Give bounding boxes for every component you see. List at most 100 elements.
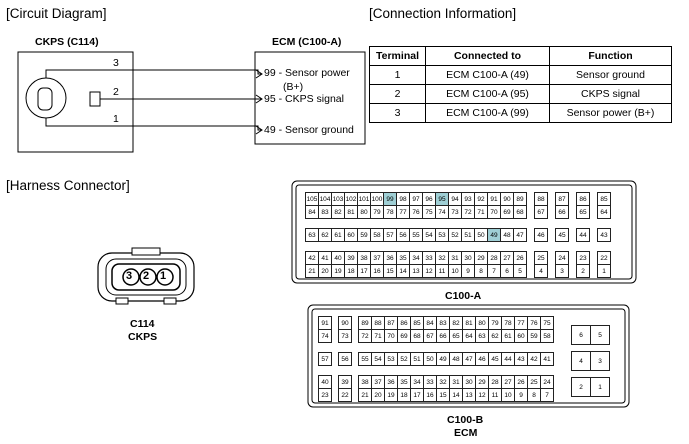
pin-cell: 90 [338,316,352,330]
pin-cell: 55 [358,352,372,366]
pin-gap [352,353,359,366]
pin-cell: 81 [344,205,358,219]
pin-cell: 43 [597,228,611,242]
pin-row-spacer [572,345,610,352]
pin-cell: 77 [396,205,410,219]
pin-cell: 82 [449,316,463,330]
pin-cell: 5 [513,264,527,278]
pin-cell: 74 [318,329,332,343]
pin-cell: 50 [423,352,437,366]
pin-cell: 58 [370,228,384,242]
pin-cell: 53 [384,352,398,366]
pin-cell: 73 [448,205,462,219]
table-cell: ECM C100-A (99) [425,103,550,123]
circuit-diagram-title: [Circuit Diagram] [6,6,107,21]
pin-cell: 30 [461,251,475,265]
pin-cell: 15 [383,264,397,278]
pin-gap [319,366,554,376]
pin-cell: 13 [462,388,476,402]
pin-cell: 95 [435,192,449,206]
pin-cell: 11 [435,264,449,278]
pin-cell: 39 [344,251,358,265]
pin-cell: 33 [423,375,437,389]
pin-gap [332,317,339,330]
pin-cell: 72 [461,205,475,219]
pin-gap [352,317,359,330]
pin-cell: 6 [571,325,591,345]
pin-cell: 38 [357,251,371,265]
pin-cell: 11 [488,388,502,402]
pin-cell: 77 [514,316,528,330]
pin-cell: 26 [513,251,527,265]
pin-gap [569,193,577,206]
ecm-pin-99-label-b: (B+) [283,81,304,93]
pin-gap [590,252,598,265]
pin-cell: 40 [318,375,332,389]
pin-cell: 62 [318,228,332,242]
pin-cell: 43 [514,352,528,366]
pin-cell: 37 [370,251,384,265]
ecm-label: ECM [454,427,478,439]
pin-cell: 73 [338,329,352,343]
pin-cell: 75 [422,205,436,219]
pin-cell: 83 [436,316,450,330]
pin-gap [332,376,339,389]
pin-gap [527,193,535,206]
pin-cell: 67 [423,329,437,343]
pin-gap [332,330,339,343]
pin-cell: 20 [371,388,385,402]
pin-cell: 70 [487,205,501,219]
pin-cell: 48 [449,352,463,366]
pin-cell: 87 [555,192,569,206]
pin-cell: 49 [487,228,501,242]
harness-connector-title: [Harness Connector] [6,178,130,193]
pin-cell: 3 [590,351,610,371]
pin-cell: 5 [590,325,610,345]
ckps-pin-2: 2 [143,270,150,282]
pin-cell: 102 [344,192,358,206]
ecm-pin-99-label: 99 - Sensor power [264,67,350,79]
pin-cell: 50 [474,228,488,242]
ecm-box-label: ECM (C100-A) [272,36,342,48]
pin-cell: 92 [474,192,488,206]
pin-row-spacer [319,343,554,353]
pin-cell: 52 [397,352,411,366]
pin-cell: 35 [397,375,411,389]
pin-cell: 42 [305,251,319,265]
pin-cell: 34 [410,375,424,389]
pin-cell: 60 [514,329,528,343]
pin-cell: 27 [500,251,514,265]
pin-cell: 41 [540,352,554,366]
pin-cell: 18 [344,264,358,278]
pin-cell: 29 [474,251,488,265]
pin-cell: 8 [474,264,488,278]
pin-cell: 34 [409,251,423,265]
pin-cell: 63 [305,228,319,242]
pin-cell: 89 [513,192,527,206]
pin-cell: 86 [576,192,590,206]
pin-cell: 61 [331,228,345,242]
pin-cell: 1 [590,377,610,397]
pin-gap [306,219,611,229]
pin-cell: 83 [318,205,332,219]
pin-gap [590,229,598,242]
table-cell: ECM C100-A (49) [425,65,550,85]
pin-cell: 68 [513,205,527,219]
pin-cell: 69 [397,329,411,343]
pin-cell: 84 [305,205,319,219]
pin-cell: 36 [383,251,397,265]
pin-cell: 7 [487,264,501,278]
pin-cell: 3 [555,264,569,278]
pin-cell: 66 [436,329,450,343]
pin-cell: 60 [344,228,358,242]
pin-cell: 36 [384,375,398,389]
pin-cell: 2 [576,264,590,278]
pin-cell: 59 [357,228,371,242]
pin-gap [569,265,577,278]
pin-cell: 76 [409,205,423,219]
